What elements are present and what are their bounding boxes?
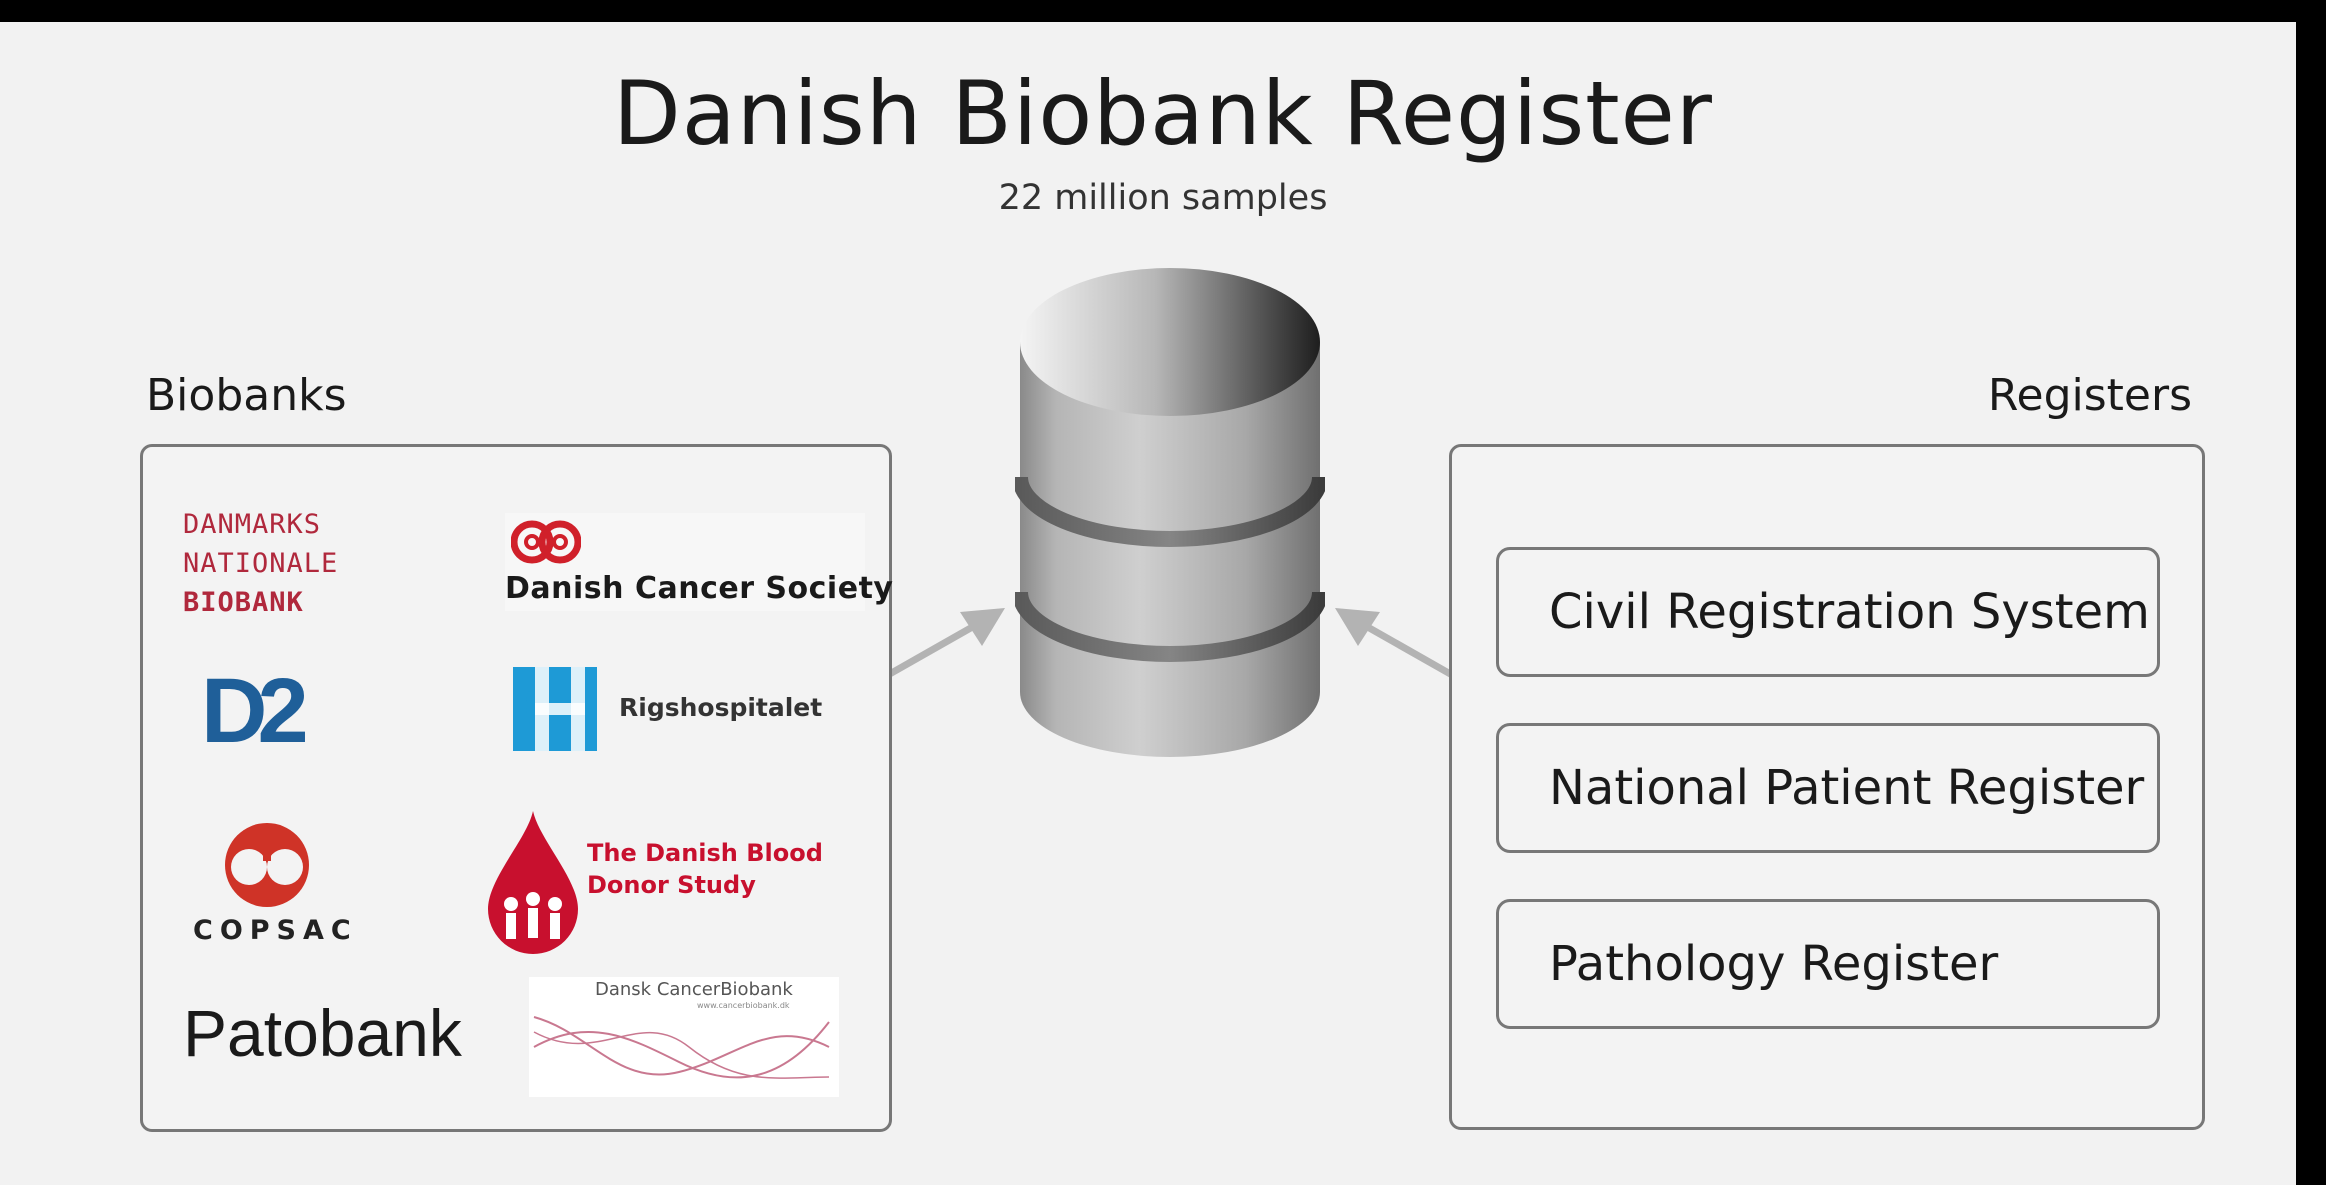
copsac-logo: COPSAC [193, 815, 351, 955]
register-civil-registration-system: Civil Registration System [1496, 547, 2160, 677]
copsac-emblem-icon [225, 823, 309, 907]
d2-logo: D2 [201, 660, 309, 762]
danish-cancer-society-logo: Danish Cancer Society [505, 513, 893, 611]
right-border [2296, 0, 2326, 1185]
patobank-logo: Patobank [183, 996, 462, 1070]
registers-label: Registers [1987, 370, 2192, 421]
biobanks-label: Biobanks [146, 370, 347, 421]
registers-panel: Civil Registration System National Patie… [1449, 444, 2205, 1130]
blood-drop-icon [488, 811, 578, 954]
top-border [0, 0, 2326, 22]
register-pathology-register: Pathology Register [1496, 899, 2160, 1029]
cancer-society-emblem-icon [511, 520, 581, 564]
diagram-title: Danish Biobank Register [613, 62, 1713, 165]
danish-blood-donor-study-logo: The Danish Blood Donor Study [483, 809, 863, 957]
dansk-cancerbiobank-logo: Dansk CancerBiobank www.cancerbiobank.dk [529, 977, 839, 1097]
region-h-icon: REGION [513, 667, 597, 751]
register-label: Pathology Register [1549, 936, 1999, 992]
register-label: Civil Registration System [1549, 584, 2150, 640]
biobanks-panel: DANMARKS NATIONALE BIOBANK Danish Cancer… [140, 444, 893, 1132]
rigshospitalet-logo: REGION Rigshospitalet [513, 667, 822, 753]
danmarks-nationale-biobank-logo: DANMARKS NATIONALE BIOBANK [183, 509, 339, 618]
register-national-patient-register: National Patient Register [1496, 723, 2160, 853]
helix-icon [533, 1016, 830, 1079]
diagram-subtitle: 22 million samples [998, 178, 1328, 218]
database-icon [1015, 268, 1325, 757]
register-label: National Patient Register [1549, 760, 2145, 816]
